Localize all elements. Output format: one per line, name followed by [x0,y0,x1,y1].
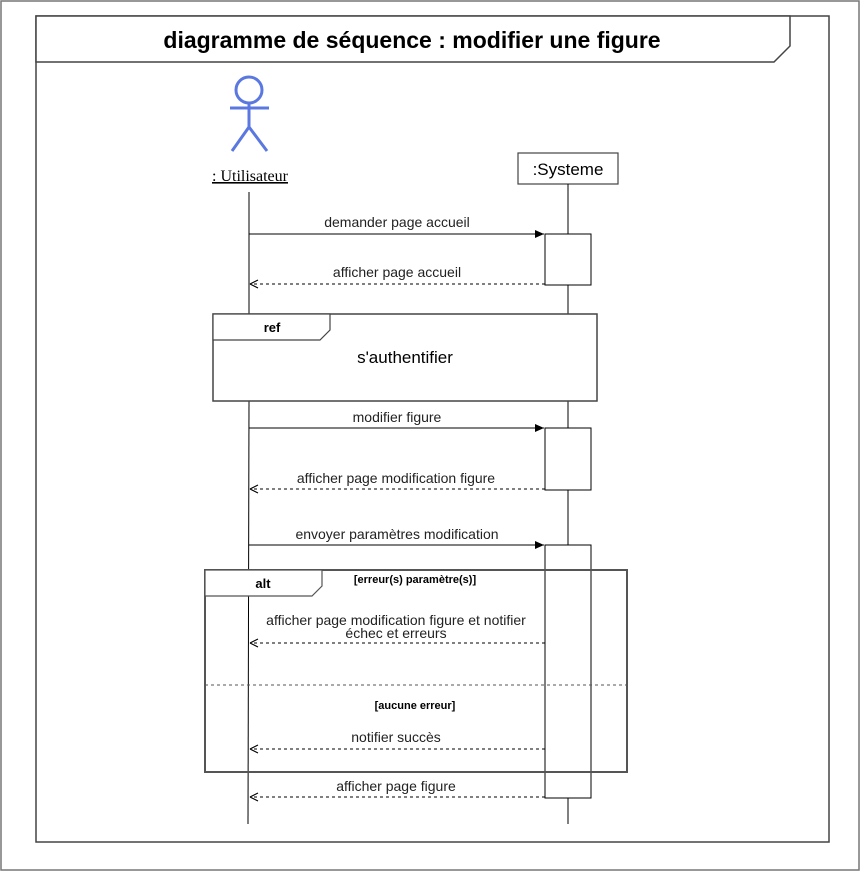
return-arrowhead [249,792,259,802]
alt-fragment [204,569,628,773]
return-arrowhead [249,744,259,754]
activation-bar [544,233,592,286]
system-lifeline-head [517,152,619,185]
diagram-title: diagramme de séquence : modifier une fig… [163,27,660,53]
message-label: modifier figure [353,409,442,425]
message-label: envoyer paramètres modification [295,526,498,542]
message-label: notifier succès [351,729,440,745]
alt-guard-1: [erreur(s) paramètre(s)] [354,574,477,586]
ref-fragment-tab [212,313,331,341]
message-label: demander page accueil [324,214,470,230]
return-arrowhead [249,279,259,289]
stick-figure-actor-icon [230,75,269,152]
system-label: :Systeme [533,160,604,179]
message-label: afficher page modification figure et not… [266,612,526,628]
message-label: échec et erreurs [345,625,446,641]
activation-bar [544,544,592,799]
title-tab [35,15,791,63]
alt-guard-2: [aucune erreur] [375,700,456,712]
ref-fragment-label: s'authentifier [357,348,453,367]
alt-fragment-tab [204,569,323,597]
return-arrowhead [249,484,259,494]
ref-fragment-tag: ref [264,320,281,335]
actor-lifeline [247,399,250,825]
activation-bar [544,427,592,491]
message-label: afficher page accueil [333,264,461,280]
message-label: afficher page figure [336,778,456,794]
actor-label: : Utilisateur [212,168,289,185]
return-arrowhead [249,638,259,648]
message-label: afficher page modification figure [297,470,495,486]
alt-fragment-tag: alt [255,576,271,591]
